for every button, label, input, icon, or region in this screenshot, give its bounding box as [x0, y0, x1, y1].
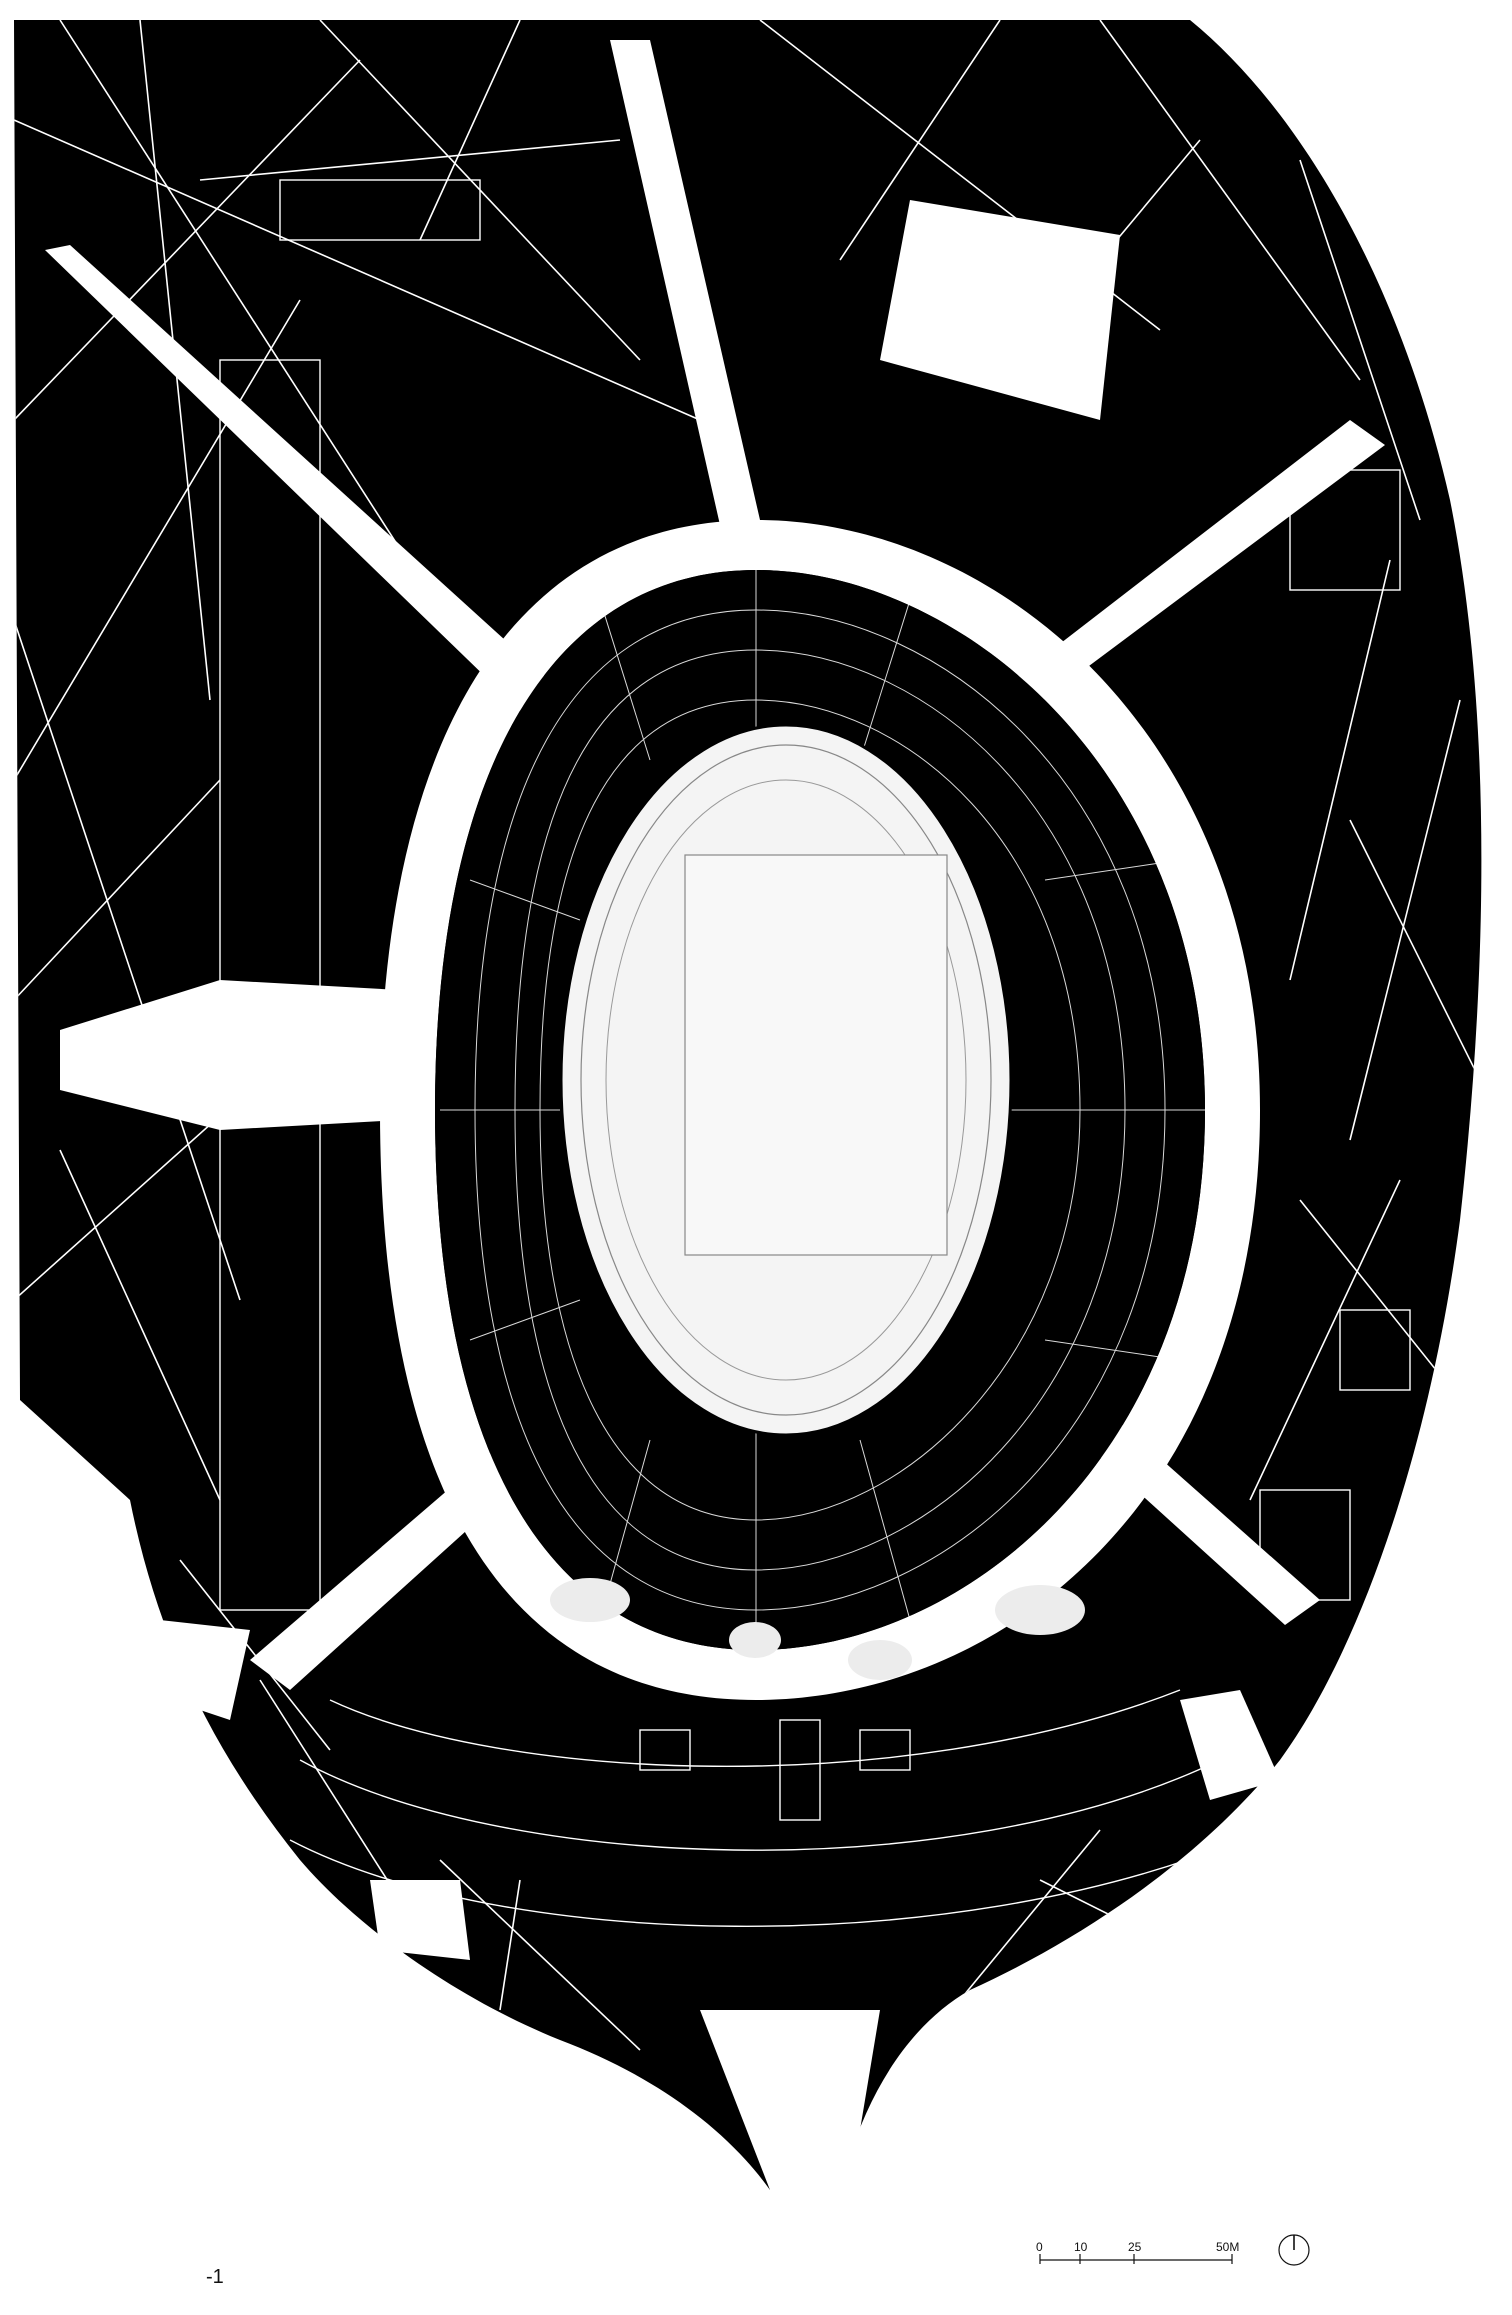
scale-tick-10: 10 — [1074, 2240, 1088, 2254]
scale-tick-50m: 50M — [1216, 2240, 1240, 2254]
scale-bar-graphic — [1039, 2254, 1233, 2264]
scale-tick-25: 25 — [1128, 2240, 1142, 2254]
level-label: -1 — [206, 2266, 224, 2288]
building-outlines — [219, 179, 1411, 1927]
north-arrow-icon — [1276, 2232, 1312, 2268]
atrium-voids — [550, 1578, 1085, 1680]
scale-tick-0: 0 — [1036, 2240, 1043, 2254]
scale-bar: 0 10 25 50M — [1036, 2240, 1240, 2280]
arena-field — [559, 723, 1013, 1437]
